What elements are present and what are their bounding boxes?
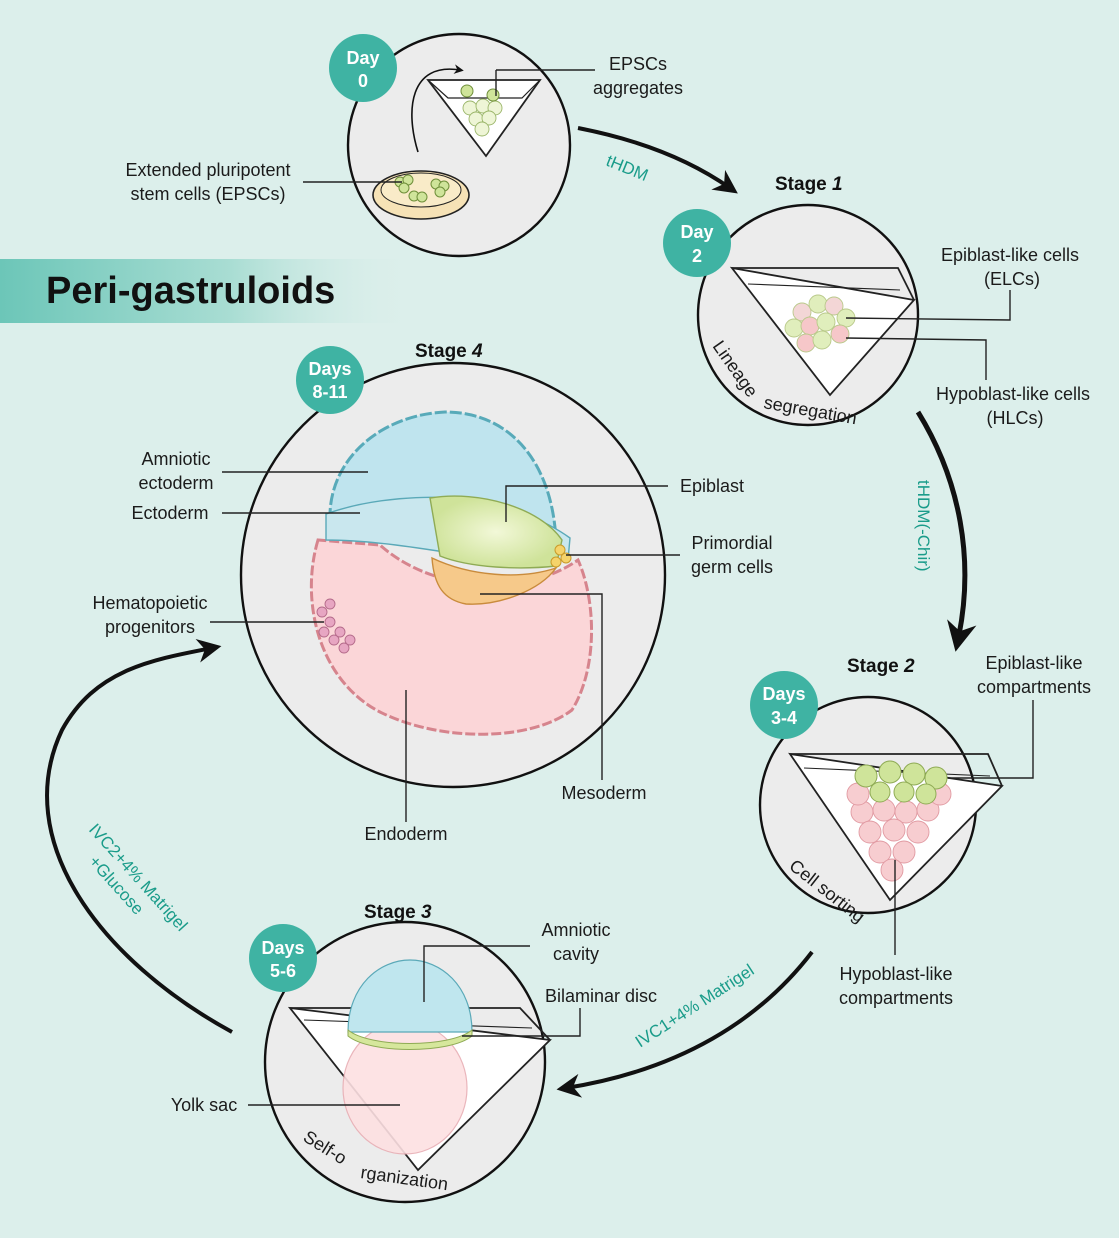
label-epscs-aggregates-2: aggregates: [593, 78, 683, 98]
label-amniotic-cavity-1: Amniotic: [541, 920, 610, 940]
label-epiblast: Epiblast: [680, 476, 744, 496]
svg-text:Day: Day: [346, 48, 379, 68]
label-pgc-2: germ cells: [691, 557, 773, 577]
label-elcs-1: Epiblast-like cells: [941, 245, 1079, 265]
svg-text:Days: Days: [261, 938, 304, 958]
stage4-title: Stage 4: [415, 341, 483, 362]
svg-text:Days: Days: [308, 359, 351, 379]
svg-text:3-4: 3-4: [771, 708, 797, 728]
label-yolk-sac: Yolk sac: [171, 1095, 237, 1115]
stage4-embryo-illustration: [309, 410, 594, 736]
arrow-day0-to-stage1: [577, 126, 738, 194]
arrow-stage2-to-stage3: [556, 950, 814, 1098]
label-pgc-1: Primordial: [691, 533, 772, 553]
svg-text:0: 0: [358, 71, 368, 91]
label-epscs-aggregates-1: EPSCs: [609, 54, 667, 74]
label-hlcs-1: Hypoblast-like cells: [936, 384, 1090, 404]
label-elcs-2: (ELCs): [984, 269, 1040, 289]
label-hematopoietic-2: progenitors: [105, 617, 195, 637]
pyramid-well-icon: [426, 79, 542, 158]
stage3-panel: Stage 3 Self-o rganization Days 5-6 Amni…: [171, 902, 657, 1204]
label-ectoderm: Ectoderm: [131, 503, 208, 523]
label-mesoderm: Mesoderm: [561, 783, 646, 803]
svg-text:Days: Days: [762, 684, 805, 704]
label-bilaminar-disc: Bilaminar disc: [545, 986, 657, 1006]
label-endoderm: Endoderm: [364, 824, 447, 844]
page-title: Peri-gastruloids: [46, 270, 335, 312]
petri-dish-icon: [372, 170, 470, 220]
svg-text:Day: Day: [680, 222, 713, 242]
stage1-panel: Stage 1 Lineage segregation Day 2 Epibla…: [663, 174, 1090, 428]
label-hlcs-2: (HLCs): [987, 408, 1044, 428]
stage2-title: Stage 2: [847, 656, 915, 677]
stage4-panel: Stage 4 Days 8-11: [92, 341, 773, 844]
label-hematopoietic-1: Hematopoietic: [92, 593, 207, 613]
arrow-stage1-to-stage2: [915, 410, 977, 652]
label-amniotic-ectoderm-2: ectoderm: [138, 473, 213, 493]
label-epscs-2: stem cells (EPSCs): [130, 184, 285, 204]
arrow-label-thdm: tHDM: [604, 151, 651, 185]
day0-panel: Day 0 EPSCs aggregates Extended pluripot…: [125, 32, 683, 258]
title-banner: Peri-gastruloids: [0, 259, 420, 323]
label-epiblast-like-1: Epiblast-like: [985, 653, 1082, 673]
stage2-badge: Days 3-4: [750, 671, 818, 739]
stage2-pyramid-icon: [788, 752, 1004, 902]
label-amniotic-cavity-2: cavity: [553, 944, 599, 964]
stage3-title: Stage 3: [364, 902, 432, 923]
svg-text:2: 2: [692, 246, 702, 266]
label-hypoblast-like-2: compartments: [839, 988, 953, 1008]
stage1-pyramid-icon: [729, 266, 916, 397]
label-epiblast-like-2: compartments: [977, 677, 1091, 697]
stage4-badge: Days 8-11: [296, 346, 364, 414]
label-amniotic-ectoderm-1: Amniotic: [141, 449, 210, 469]
stage2-panel: Stage 2 Cell sorting Days 3-4 Epiblast-l…: [750, 653, 1091, 1008]
stage1-title: Stage 1: [775, 174, 843, 195]
svg-text:5-6: 5-6: [270, 961, 296, 981]
day0-badge: Day 0: [329, 34, 397, 102]
arrow-label-thdm-chir: tHDM(-Chir): [914, 480, 933, 572]
stage3-badge: Days 5-6: [249, 924, 317, 992]
stage1-badge: Day 2: [663, 209, 731, 277]
stage3-pyramid-icon: [287, 959, 552, 1172]
label-hypoblast-like-1: Hypoblast-like: [839, 964, 952, 984]
arrow-stage3-to-stage4: [45, 638, 233, 1034]
label-epscs-1: Extended pluripotent: [125, 160, 290, 180]
svg-text:8-11: 8-11: [312, 382, 347, 402]
